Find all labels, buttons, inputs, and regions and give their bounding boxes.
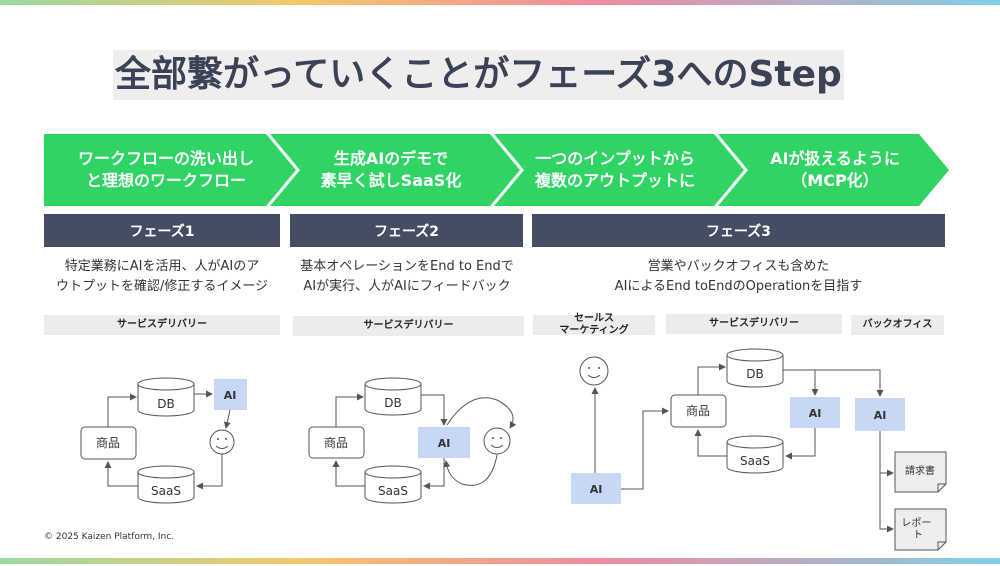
phase-1-ai-label: AI — [224, 389, 237, 402]
step-arrows — [44, 134, 949, 206]
phase-3-service-delivery-label: サービスデリバリー — [666, 314, 842, 334]
phase-3-back-office-label: バックオフィス — [851, 315, 944, 335]
phase-3-ai-label-delivery: AI — [809, 407, 822, 420]
phase-2-saas-node: SaaS — [364, 465, 422, 504]
phase-1-db-label: DB — [157, 397, 174, 411]
phase-2-diagram: DB 商品 AI SaaS — [308, 377, 517, 504]
phase-1-service-delivery-label: サービスデリバリー — [44, 315, 280, 335]
phase-1-diagram: DB AI 商品 SaaS — [80, 377, 247, 504]
phase-3-saas-node: SaaS — [726, 435, 784, 474]
step-arrow-4 — [718, 134, 949, 206]
step-label-1: ワークフローの洗い出し と理想のワークフロー — [77, 149, 254, 190]
step-label-4: AIが扱えるように （MCP化） — [770, 149, 900, 190]
phase-3-description: 営業やバックオフィスも含めた AIによるEnd toEndのOperationを… — [614, 259, 863, 294]
phase-1-product-label: 商品 — [96, 435, 120, 450]
phase-1-ai-node — [214, 379, 247, 410]
phase-3-report-label-line2: ト — [913, 530, 923, 541]
step-arrow-1 — [44, 134, 296, 206]
phase-3-report-label: レポー ト — [901, 517, 934, 541]
step-label-2: 生成AIのデモで 素早く試しSaaS化 — [320, 149, 462, 190]
phase-3-invoice-document: 請求書 — [894, 451, 947, 493]
phase-3-product-label: 商品 — [686, 403, 710, 418]
top-gradient-bar — [0, 0, 1000, 5]
phase-3-ai-label-back: AI — [874, 409, 887, 422]
phase-2-db-label: DB — [384, 396, 401, 410]
phase-2-ai-node — [418, 427, 470, 458]
phase-3-saas-label: SaaS — [740, 454, 770, 468]
phase-3-db-label: DB — [746, 367, 763, 381]
phase-2-saas-label: SaaS — [378, 484, 408, 498]
phase-2-description: 基本オペレーションをEnd to Endで AIが実行、人がAIにフィードバック — [300, 259, 514, 294]
phase-2-person-icon — [483, 427, 511, 455]
phase-3-invoice-label: 請求書 — [905, 464, 935, 477]
phase-1-saas-node: SaaS — [137, 465, 195, 504]
phase-3-header: フェーズ3 — [532, 214, 945, 247]
phase-1-description: 特定業務にAIを活用、人がAIのア ウトプットを確認/修正するイメージ — [55, 259, 269, 294]
phase-3-report-label-line1: レポー — [901, 517, 931, 529]
phase-2-header: フェーズ2 — [290, 214, 523, 247]
phase-3-report-document: レポー ト — [894, 508, 947, 551]
page-title: 全部繋がっていくことがフェーズ3へのStep — [113, 50, 844, 100]
phase-2-ai-label: AI — [438, 437, 451, 450]
phase-2-db-node: DB — [364, 377, 422, 416]
phase-2-product-label: 商品 — [324, 435, 348, 450]
phase-1-person-icon — [209, 429, 235, 455]
phase-3-ai-label-sales: AI — [590, 483, 603, 496]
phase-3-person-icon — [579, 356, 609, 386]
phase-2-service-delivery-label: サービスデリバリー — [293, 316, 524, 336]
phase-3-ai-node-back — [855, 398, 905, 431]
phase-3-ai-node-sales — [571, 473, 621, 504]
phase-3-db-node: DB — [726, 348, 784, 388]
bottom-gradient-bar — [0, 558, 1000, 564]
step-arrow-2 — [270, 134, 520, 206]
phase-3-ai-node-delivery — [790, 397, 840, 428]
copyright-footer: © 2025 Kaizen Platform, Inc. — [44, 532, 175, 542]
phase-1-saas-label: SaaS — [151, 484, 181, 498]
phase-1-db-node: DB — [137, 377, 195, 417]
step-arrow-3 — [494, 134, 744, 206]
phase-3-diagram: AI 商品 DB SaaS AI AI 請求書 — [571, 348, 947, 551]
step-label-3: 一つのインプットから 複数のアウトプットに — [534, 149, 695, 190]
phase-1-header: フェーズ1 — [44, 214, 280, 247]
phase-3-sales-marketing-label: セールス マーケティング — [533, 313, 655, 336]
